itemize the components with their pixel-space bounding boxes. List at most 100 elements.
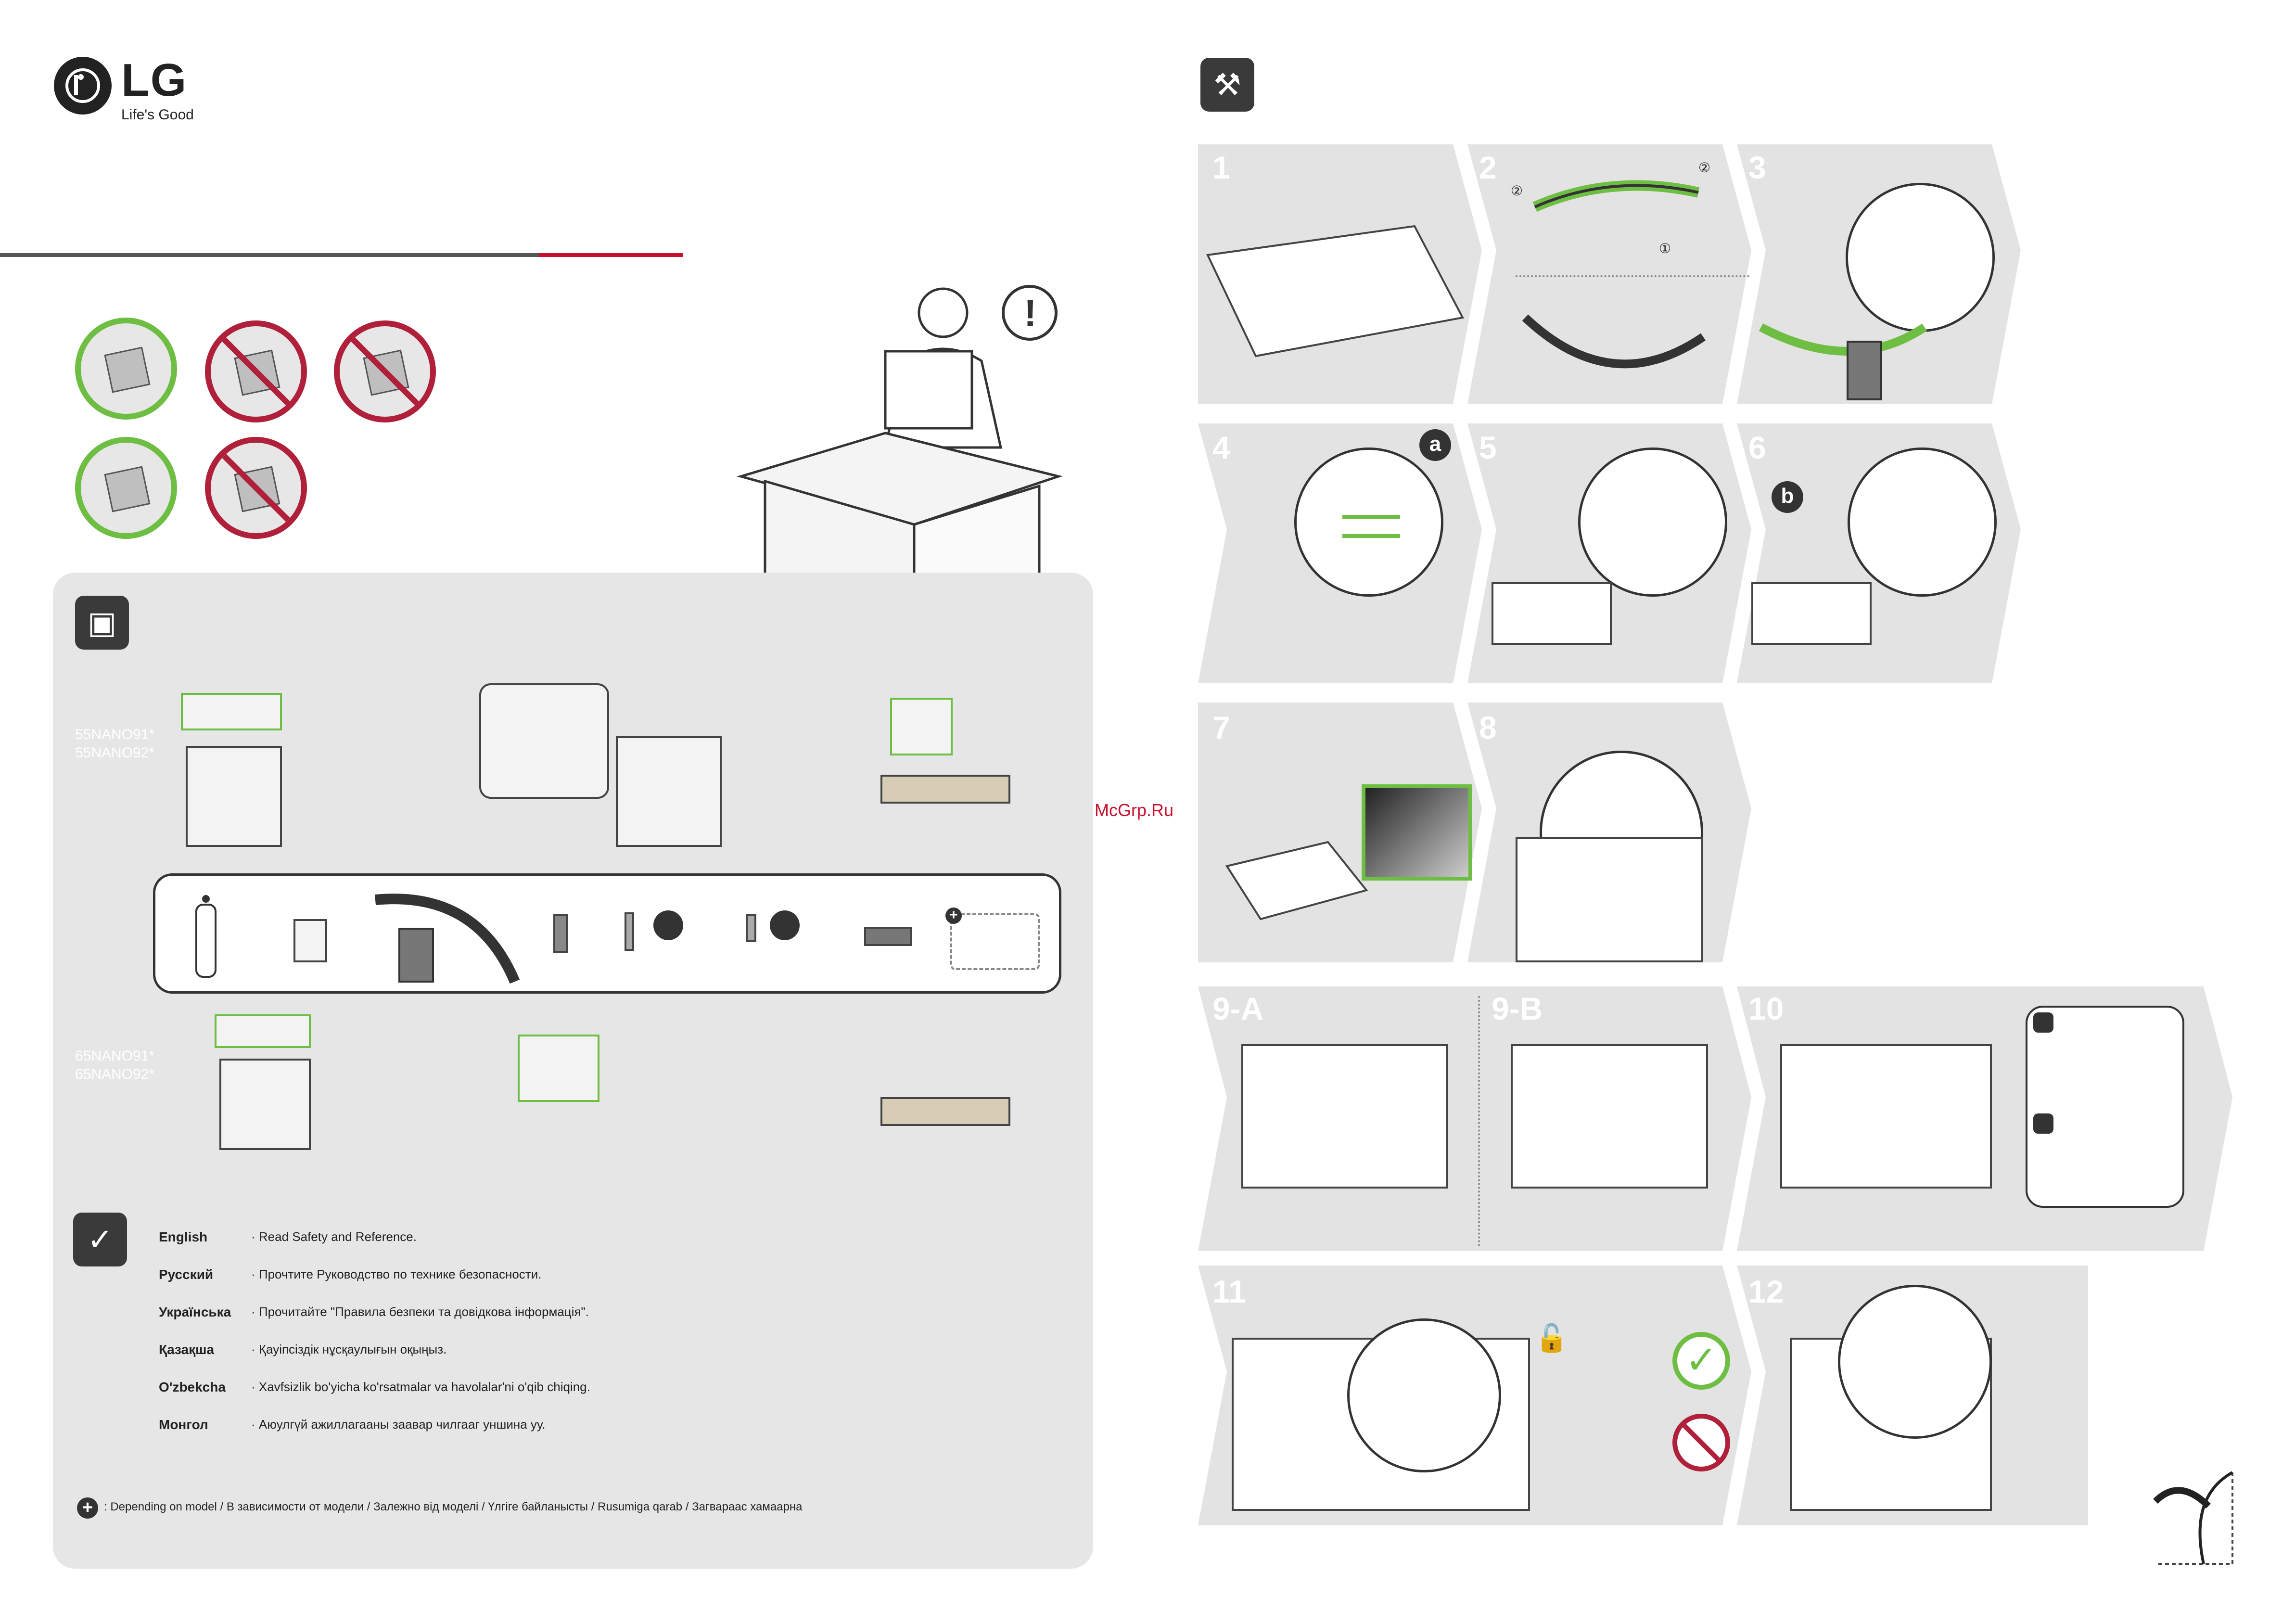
- tv-face-down-illustration: [1225, 841, 1368, 921]
- tv-back-illustration: [1780, 1044, 1992, 1189]
- step-number: 11: [1212, 1274, 1246, 1309]
- plus-icon: +: [77, 1497, 98, 1519]
- lock-icon: 🔓: [1535, 1323, 1568, 1353]
- callout-label: a: [1419, 429, 1451, 461]
- language-name: Монгол: [159, 1417, 208, 1432]
- packing-tray-illustration: [215, 1014, 311, 1048]
- step-number: 1: [1212, 150, 1230, 185]
- cable-detail-callout: [2026, 1006, 2184, 1208]
- language-name: O'zbekcha: [159, 1380, 226, 1394]
- zoom-callout: [1838, 1285, 1992, 1439]
- detail-marker: [2033, 1012, 2053, 1033]
- language-name: Қазақша: [159, 1342, 215, 1357]
- remote-icon: [195, 895, 217, 978]
- svg-text:!: !: [1024, 292, 1037, 334]
- language-name: English: [159, 1229, 208, 1244]
- open-box-illustration: [186, 746, 282, 847]
- zoom-callout: [1347, 1318, 1501, 1472]
- handling-incorrect-icon: [205, 320, 307, 422]
- screen-touch-correct-icon: [75, 437, 177, 539]
- step-number: 9-B: [1492, 991, 1543, 1026]
- model-label-65-b: 65NANO92*: [75, 1066, 155, 1082]
- tv-back-illustration: [1516, 837, 1703, 962]
- handling-correct-icon: [75, 318, 177, 420]
- prohibited-icon: [1672, 1414, 1730, 1471]
- two-person-lift-zoom: [479, 683, 609, 799]
- screen-touch-incorrect-icon: [205, 437, 307, 539]
- step-number: 7: [1212, 710, 1230, 745]
- stand-base-icon: [374, 894, 520, 984]
- screw-long-icon: [625, 912, 634, 951]
- tv-lift-illustration: [890, 698, 953, 755]
- table-illustration: [880, 775, 1010, 804]
- tv-face-down-illustration: [1206, 225, 1465, 358]
- zoom-callout: [1848, 448, 1997, 597]
- screw-short-icon: [746, 914, 756, 942]
- divider: [1516, 275, 1749, 277]
- language-instruction: · Қауіпсіздік нұсқаулығын оқыңыз.: [251, 1342, 447, 1356]
- footnote: : Depending on model / В зависимости от …: [104, 1500, 803, 1513]
- screw-count-badge: [653, 910, 683, 940]
- step-number: 9-A: [1212, 991, 1264, 1026]
- language-instruction: · Аюулгүй ажиллагааны заавар чилгааг унш…: [251, 1417, 546, 1432]
- box-lift-illustration: [219, 1059, 311, 1150]
- language-instruction: · Прочтите Руководство по технике безопа…: [251, 1267, 542, 1281]
- stand-attach-illustration: [1759, 323, 1927, 400]
- order-marker: ②: [1511, 183, 1523, 198]
- zoom-callout: [1578, 448, 1727, 597]
- tv-back-illustration: [1511, 1044, 1708, 1189]
- step-number: 3: [1748, 150, 1766, 185]
- unbox-icon: ▣: [75, 596, 129, 650]
- model-label-55-b: 55NANO92*: [75, 745, 155, 761]
- tv-back-illustration: [1751, 582, 1872, 645]
- plus-icon: +: [945, 908, 962, 924]
- handling-incorrect-icon: [334, 320, 436, 422]
- step-number: 2: [1479, 150, 1497, 185]
- tools-icon: ⚒: [1200, 58, 1254, 112]
- zoom-callout: [1846, 183, 1995, 332]
- language-instruction: · Xavfsizlik bo'yicha ko'rsatmalar va ha…: [251, 1380, 590, 1394]
- language-instruction: · Read Safety and Reference.: [251, 1229, 417, 1244]
- check-icon: ✓: [1672, 1332, 1730, 1390]
- step-number: 8: [1479, 710, 1497, 745]
- order-marker: ②: [1698, 160, 1711, 175]
- tv-upright-illustration: [1362, 784, 1472, 881]
- warning-icon: [1002, 285, 1058, 341]
- header-rule: [0, 253, 539, 257]
- step-number: 12: [1748, 1274, 1784, 1309]
- language-name: Русский: [159, 1267, 214, 1282]
- logo-text: LG: [121, 54, 188, 106]
- manual-icon: [293, 919, 327, 962]
- optional-accessory-box: [950, 913, 1040, 970]
- tv-lift-illustration: [518, 1035, 599, 1102]
- model-label-65-a: 65NANO91*: [75, 1048, 155, 1064]
- tv-back-illustration: [1241, 1044, 1448, 1189]
- order-marker: ①: [1659, 241, 1671, 256]
- screw-direction-arrow: [1342, 515, 1400, 519]
- lg-logo-icon: [54, 57, 112, 115]
- checklist-icon: ✓: [73, 1213, 127, 1266]
- header-rule-accent: [539, 253, 683, 257]
- divider: [1478, 996, 1480, 1246]
- tv-back-illustration: [1492, 582, 1612, 645]
- cable-holder-icon: [864, 927, 912, 946]
- callout-label: b: [1772, 481, 1803, 513]
- model-label-55-a: 55NANO91*: [75, 727, 155, 742]
- accessory-tray: [153, 873, 1061, 994]
- language-instruction: · Прочитайте "Правила безпеки та довідко…: [251, 1304, 589, 1319]
- table-illustration: [880, 1097, 1010, 1126]
- screw-direction-arrow: [1342, 534, 1400, 538]
- zoom-callout: [1294, 448, 1443, 597]
- page-turn-icon: [2153, 1471, 2233, 1565]
- screw-count-badge: [770, 910, 800, 940]
- step-number: 4: [1212, 430, 1230, 465]
- stand-bracket-icon: [553, 914, 568, 953]
- detail-marker: [2033, 1113, 2053, 1134]
- packing-tray-illustration: [181, 693, 282, 730]
- step-number: 10: [1748, 991, 1784, 1026]
- stand-base-illustration: [1522, 180, 1706, 369]
- step-number: 5: [1479, 430, 1497, 465]
- watermark: McGrp.Ru: [1095, 800, 1174, 820]
- language-name: Українська: [159, 1304, 231, 1319]
- step-number: 6: [1748, 430, 1766, 465]
